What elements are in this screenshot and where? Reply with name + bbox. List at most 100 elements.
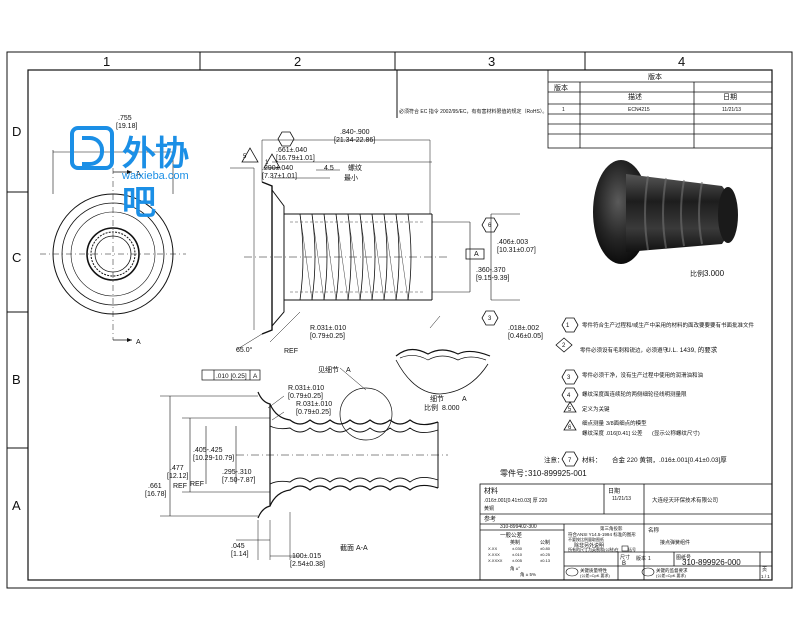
svg-text:.016±.001[0.41±0.03] 厚 220: .016±.001[0.41±0.03] 厚 220 [484,498,548,504]
thread-lines [299,213,412,301]
svg-text:[0.79±0.25]: [0.79±0.25] [296,409,331,416]
part-render [593,160,738,264]
front-view [40,150,186,342]
svg-text:日期: 日期 [608,487,620,495]
svg-text:.018±.002: .018±.002 [508,325,539,332]
svg-text:A: A [136,171,141,178]
detail-a [395,348,491,395]
svg-text:.290±.040: .290±.040 [262,165,293,172]
svg-text:11/21/13: 11/21/13 [612,496,631,502]
svg-text:X.XX: X.XX [488,546,497,551]
svg-text:比例: 比例 [424,403,438,412]
svg-text:零件必须干净，没有生产过程中使用的润滑油和油: 零件必须干净，没有生产过程中使用的润滑油和油 [582,371,704,379]
grid-row-a: A [12,498,21,513]
svg-text:A: A [253,373,258,380]
svg-text:比例: 比例 [690,269,704,278]
svg-text:日期: 日期 [723,93,737,101]
svg-text:注意：: 注意： [544,455,564,464]
svg-text:第三角投影: 第三角投影 [600,525,623,532]
svg-text:.840-.900: .840-.900 [340,129,370,136]
svg-text:.010 [0.25]: .010 [0.25] [216,373,247,380]
side-view [230,139,520,351]
notes-text: 1 零件符合生产过程和/或生产中采用的材料的面改要要要有书面批准文件 2 零件必… [544,321,755,464]
svg-text:11/21/13: 11/21/13 [722,107,741,113]
svg-text:[16.78]: [16.78] [145,491,166,498]
svg-text:最小: 最小 [344,173,358,182]
title-block [479,483,773,581]
svg-text:±0.13: ±0.13 [540,558,551,563]
svg-text:版本: 版本 [636,555,646,562]
svg-text:[0.46±0.05]: [0.46±0.05] [508,333,543,340]
grid-row-b: B [12,372,21,387]
svg-text:[0.79±0.25]: [0.79±0.25] [288,393,323,400]
svg-text:零件符合生产过程和/或生产中采用的材料的面改要要要有书面批准: 零件符合生产过程和/或生产中采用的材料的面改要要要有书面批准文件 [582,321,755,329]
svg-text:3.000: 3.000 [704,269,725,278]
svg-text:所有的尺寸为英制和(公制)在: 所有的尺寸为英制和(公制)在 [568,546,619,552]
side-view-symbols [241,131,499,326]
svg-text:[16.79±1.01]: [16.79±1.01] [276,155,315,162]
svg-text:角 ±°: 角 ±° [510,565,520,572]
svg-text:1: 1 [265,160,269,166]
svg-text:6: 6 [568,425,572,431]
svg-text:REF: REF [190,481,204,488]
svg-text:310-899402-300: 310-899402-300 [500,524,537,530]
svg-text:.360-.370: .360-.370 [476,267,506,274]
front-view-labels: .755 [19.18] A A [116,115,141,346]
svg-text:REF: REF [173,483,187,490]
svg-text:[7.37±1.01]: [7.37±1.01] [262,173,297,180]
svg-text:[10.31±0.07]: [10.31±0.07] [497,247,536,254]
svg-text:X.XXXX: X.XXXX [488,558,503,563]
svg-text:5: 5 [568,407,572,413]
svg-text:螺纹深度面连续轮的两侧细轮径线明测量限: 螺纹深度面连续轮的两侧细轮径线明测量限 [582,390,687,398]
svg-text:[12.12]: [12.12] [167,473,188,480]
side-view-labels: .840-.900 [21.34-22.86] .661±.040 [16.79… [236,129,543,355]
rohs-note: 必须符合 EC 指令 2002/95/EC，有有害材料限值的规定（RoHS）。 [396,70,547,118]
svg-text:关键质量特性: 关键质量特性 [580,567,607,574]
svg-text:细节: 细节 [430,394,444,403]
svg-text:不要按比例量取图纸: 不要按比例量取图纸 [568,536,604,542]
svg-text:(公差=CpK 要求): (公差=CpK 要求) [580,572,611,578]
grid-row-d: D [12,124,21,139]
grid-row-c: C [12,250,21,265]
svg-text:符合ANSI Y14.5-1994 标准的图形: 符合ANSI Y14.5-1994 标准的图形 [568,531,636,538]
svg-text:图纸号: 图纸号 [676,554,691,561]
svg-text:310-899925-001: 310-899925-001 [528,469,587,478]
svg-text:ECN4215: ECN4215 [628,107,650,113]
svg-text:材料: 材料 [484,486,498,495]
title-block-text: 零件号： 310-899925-001 材料 .016±.001[0.41±0.… [484,468,770,579]
svg-text:.755: .755 [118,115,132,122]
svg-text:5: 5 [243,154,247,160]
svg-text:见细节: 见细节 [318,365,339,374]
svg-text:参考: 参考 [484,515,496,523]
svg-text:6: 6 [488,223,492,229]
svg-text:螺纹: 螺纹 [348,163,362,172]
svg-text:截面 A-A: 截面 A-A [340,543,368,552]
svg-text:7: 7 [568,458,572,464]
svg-text:A: A [346,367,351,374]
svg-text:A: A [136,339,141,346]
title-block-symbols [565,545,655,577]
svg-text:零件必须设有毛刺和锐边，必须遵守: 零件必须设有毛刺和锐边，必须遵守 [580,346,669,354]
svg-text:[0.79±0.25]: [0.79±0.25] [310,333,345,340]
svg-text:2: 2 [562,343,566,349]
svg-text:版本: 版本 [648,72,662,81]
svg-text:.661: .661 [148,483,162,490]
svg-text:.100±.015: .100±.015 [290,553,321,560]
svg-text:3: 3 [488,316,492,322]
svg-text:[2.54±0.38]: [2.54±0.38] [290,561,325,568]
revision-table [547,69,773,149]
svg-text:公制: 公制 [540,539,550,546]
feature-control-frame: .010 [0.25] A [201,369,261,381]
section-view-labels: 见细节 A R.031±.010 [0.79±0.25] R.031±.010 … [145,365,368,568]
grid-col-3: 3 [488,54,495,69]
svg-text:.045: .045 [231,543,245,550]
svg-text:±.005: ±.005 [512,558,523,563]
svg-text:[7.50-7.87]: [7.50-7.87] [222,477,256,484]
notes [555,317,579,467]
svg-text:±.010: ±.010 [512,552,523,557]
svg-text:合金 220 黄铜，.016±.001[0.41±0.03]: 合金 220 黄铜，.016±.001[0.41±0.03]厚 [612,455,727,464]
svg-text:尺寸: 尺寸 [620,554,630,561]
svg-text:U.L. 1439, 的要求: U.L. 1439, 的要求 [666,345,718,354]
svg-text:.295-.310: .295-.310 [222,469,252,476]
